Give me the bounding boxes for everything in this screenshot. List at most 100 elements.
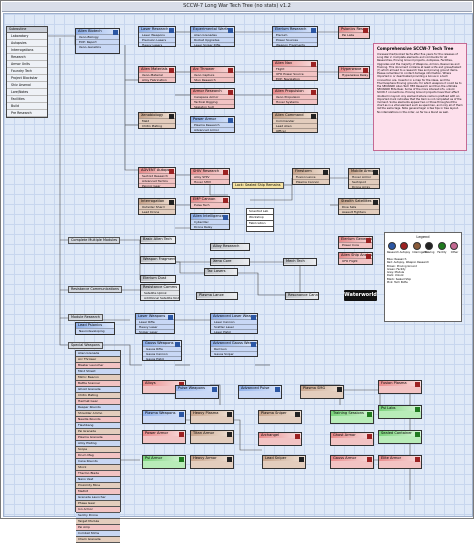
tech-node-module-research[interactable]: Module Research [68,314,103,321]
special-weapon-item[interactable]: Mind Shield [76,369,120,375]
sidebar-item[interactable]: Project Blackstar [7,75,47,82]
tech-node-alien-biotech[interactable]: Alien Biotech Xeno-Biology EXP: Report X… [75,28,120,54]
tech-node-bottom[interactable]: Power Armor [142,430,186,444]
resistance-node[interactable]: Resistance Comms Satellite Uplink Additi… [140,284,180,301]
tech-node-bottom[interactable]: Heavy Plasma [190,410,234,424]
flow-node[interactable]: Xeno Core [210,258,250,266]
special-weapon-item[interactable]: Thermo Blade [76,471,120,477]
special-weapon-item[interactable]: Alien Grenade [76,351,120,357]
special-weapon-item[interactable]: Battle Scanner [76,381,120,387]
special-weapon-item[interactable]: Ghost Grenade [76,387,120,393]
tech-node-resistance-communications[interactable]: Resistance Communications [68,286,122,293]
tech-node-elerium-generator[interactable]: Elerium Generator Power Core [338,236,373,249]
special-weapon-item[interactable]: Blaster Launcher [76,363,120,369]
tech-node-interrogation[interactable]: Interrogation Outsider Shard Lead Drone [138,198,176,215]
special-weapon-item[interactable]: Nano Vest [76,477,120,483]
tech-node-emp-cannon[interactable]: EMP Cannon Pulse Tech [190,196,230,209]
tech-node-bottom[interactable]: Advanced Pulse [238,385,282,399]
special-weapon-item[interactable]: Flashbang [76,423,120,429]
tech-node-alien-ship-analysis[interactable]: Alien Ship Analysis UFO Flight [338,252,373,265]
tech-node-laser-research[interactable]: Laser Research Laser Weapons Precision L… [138,26,176,47]
flow-node[interactable]: Basic Alien Tech [140,236,176,244]
special-weapon-item[interactable]: Plasma Grenade [76,435,120,441]
tech-node-special-weapons[interactable]: Special Weapons [68,342,103,349]
tech-node-bottom[interactable]: Psi Armor [142,455,186,469]
special-weapon-item[interactable]: Chitin Plating [76,393,120,399]
special-weapon-item[interactable]: Hazmat Gear [76,399,120,405]
tech-node-bottom[interactable]: Plasma Weapons [142,410,186,424]
tech-node-alien-command[interactable]: Alien Command Commander Lead Alien Offic… [272,112,318,133]
tech-node-bottom[interactable]: Archangel [258,432,302,446]
special-weapon-item[interactable]: Ion Armor [76,507,120,513]
special-weapon-item[interactable]: Stock [76,465,120,471]
tech-node-alien-intelligence[interactable]: Alien Intelligence Cyberdisc Drone Relay [190,213,230,230]
sidebar-item[interactable]: Facilities [7,96,47,103]
small-block-item[interactable]: Fabrication [247,221,273,227]
tech-node-bottom[interactable]: Elite Armor [378,455,422,469]
tech-node-bottom[interactable]: Titan Armor [190,430,234,444]
tech-node-bottom[interactable]: Training Sessions [330,410,374,424]
tech-node-stealth-satellites[interactable]: Stealth Satellites Dive Sats Assault Fig… [338,198,380,215]
special-weapon-item[interactable]: Drum Mag [76,453,120,459]
tech-node-laser-weapons[interactable]: Laser Weapons Laser Rifle Heavy Laser Sn… [135,313,175,334]
sidebar-item[interactable]: Interrogations [7,47,47,54]
special-weapon-item[interactable]: Medkit [76,489,120,495]
tech-node-gauss-weapons[interactable]: Gauss Weapons Gauss Rifle Gauss Cannon G… [142,340,182,361]
tech-node-experimental-warfare[interactable]: Experimental Warfare Alien Grenades Rock… [190,26,235,47]
sidebar-item[interactable]: Autopsies [7,40,47,47]
tech-node-firestorm[interactable]: Firestorm Fusion Lance Plasma Cannon [292,168,330,185]
flow-node[interactable]: Weapon Fragment [140,256,176,264]
sidebar-item[interactable]: Build [7,103,47,110]
special-weapon-item[interactable]: Arc Thrower [76,357,120,363]
flow-node[interactable]: Elerium Dust [140,275,176,283]
tech-node-advanced-gauss[interactable]: Advanced Gauss Weapons Rail Gun Gauss Sn… [210,340,258,357]
tech-node-mobile-armor[interactable]: Mobile Armor Hover Armor Sectopod Drone … [348,168,380,189]
tech-node-alien-materials[interactable]: Alien Materials Xeno-Material Alloy Fabr… [138,66,176,83]
tech-node-alien-nav[interactable]: Alien Nav Flight UFO Power Source EXP: N… [272,60,318,81]
special-weapon-item[interactable]: Phase Gear [76,501,120,507]
special-weapon-item[interactable]: Cane Rounds [76,459,120,465]
special-weapon-item[interactable]: Mimic Beacon [76,375,120,381]
special-weapon-item[interactable]: Shredder Ammo [76,411,120,417]
tech-node-bottom[interactable]: Sealed Container [378,430,422,444]
tech-node-armor-research[interactable]: Armor Research Carapace Armor Tactical R… [190,88,235,109]
small-block-item[interactable]: Scientist Lab [247,209,273,215]
flow-node[interactable]: Resonance Cannon [285,292,319,300]
special-weapon-item[interactable]: Needle Rounds [76,417,120,423]
tech-node-bottom[interactable]: Heavy Armor [190,455,234,469]
tech-node-bottom[interactable]: Fusion Plasma [378,380,422,394]
sidebar-item[interactable]: Pre Research [7,110,47,117]
flow-node[interactable]: Plasma Lance [196,292,238,300]
special-weapon-item[interactable]: Chem Grenade [76,537,120,543]
special-weapon-item[interactable]: Alloy Plating [76,441,120,447]
tech-node-bottom[interactable]: Plasma SMG [300,385,344,399]
sidebar-item[interactable]: Armor Units [7,61,47,68]
special-weapon-item[interactable]: Psi Grenade [76,429,120,435]
tech-node-psionics-research[interactable]: Psionics Research Psi Labs [338,26,370,39]
tech-node-advent-autopsy[interactable]: ADVENT Autopsy Sectoid Research Advanced… [138,167,176,188]
sidebar-item[interactable]: Lore/Notes [7,89,47,96]
tech-node-module-rows[interactable]: Lead Psionics Neurodeveloping [75,322,115,335]
flow-node[interactable]: Alloy Research [210,243,250,251]
tech-node-bottom[interactable]: Pulse Weapons [175,385,219,399]
tech-node-bottom[interactable]: Lead Sniper [262,455,306,469]
tech-node-power-armor[interactable]: Power Armor Plasma Research Advanced Arm… [190,116,235,133]
special-weapon-item[interactable]: Grenade Launcher [76,495,120,501]
sidebar-item[interactable]: Foundry Tech [7,68,47,75]
special-weapon-item[interactable]: Scope [76,447,120,453]
tech-node-hyperwave[interactable]: Hyperwave Hyperwave Relay [338,66,370,79]
tech-node-arc-thrower[interactable]: Arc Thrower Xeno Capture Stun Research [190,66,235,83]
small-block-item[interactable]: Workshop [247,215,273,221]
special-weapon-item[interactable]: Reaper Rounds [76,405,120,411]
tech-node-bottom[interactable]: Plasma Sniper [258,410,302,424]
special-weapon-item[interactable]: Proximity Mine [76,483,120,489]
flow-node[interactable]: Mech Tech [283,258,317,266]
tech-node-advanced-laser[interactable]: Advanced Laser Weapons Laser Cannon Scat… [210,313,258,334]
tech-node-bottom[interactable]: Psi Labs [378,405,422,419]
sidebar-item[interactable]: Shiv Arsenal [7,82,47,89]
tech-node-complete-multiple-modules[interactable]: Complete Multiple Modules [68,237,121,244]
tech-node-bottom[interactable]: Gauss Armor [330,455,374,469]
tech-node-elerium-research[interactable]: Elerium Research Elerium Power Sources W… [272,26,318,47]
sidebar-item[interactable]: Research [7,54,47,61]
tech-node-alien-propulsion[interactable]: Alien Propulsion Xeno Propulsion Hover S… [272,88,318,105]
